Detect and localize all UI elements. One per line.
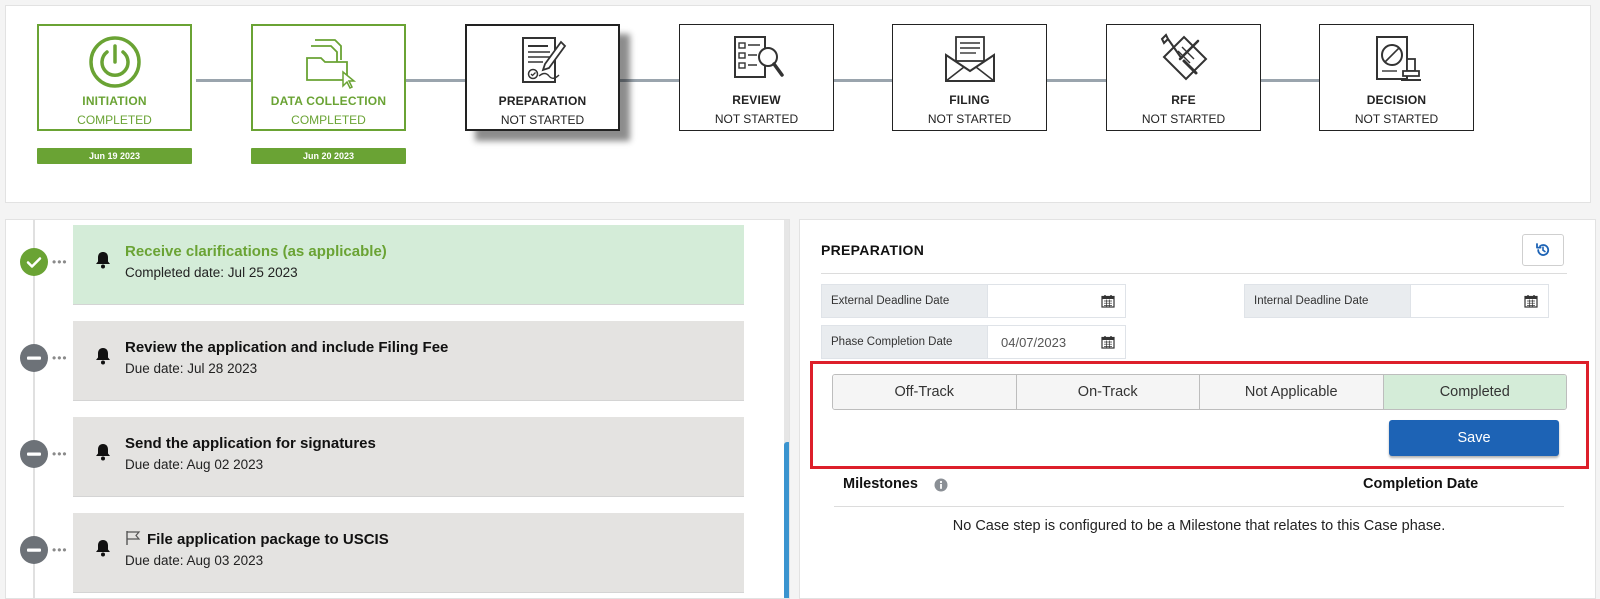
phase-completion-field: Phase Completion Date 04/07/2023	[821, 325, 1126, 359]
phase-title: DECISION	[1366, 93, 1427, 107]
phase-card-data-collection[interactable]: DATA COLLECTION COMPLETED	[251, 24, 406, 131]
calendar-icon[interactable]	[1524, 294, 1538, 308]
status-option-on-track[interactable]: On-Track	[1016, 375, 1200, 409]
envelope-letter-icon	[944, 36, 995, 82]
phase-status: NOT STARTED	[500, 113, 585, 127]
phase-title: PREPARATION	[498, 94, 587, 108]
phase-card-decision[interactable]: DECISION NOT STARTED	[1319, 24, 1474, 131]
save-button[interactable]: Save	[1389, 420, 1559, 456]
internal-deadline-input[interactable]	[1410, 285, 1548, 317]
phase-card-review[interactable]: REVIEW NOT STARTED	[679, 24, 834, 131]
tools-document-icon	[1160, 33, 1207, 81]
phase-title: REVIEW	[732, 93, 781, 107]
phase-status: COMPLETED	[77, 113, 152, 127]
status-option-off-track[interactable]: Off-Track	[833, 375, 1017, 409]
phase-title: FILING	[949, 93, 990, 107]
history-reset-icon	[1536, 243, 1550, 256]
check-icon	[26, 257, 42, 268]
more-dots-icon[interactable]: •••	[52, 447, 68, 461]
phase-status: NOT STARTED	[1354, 112, 1439, 126]
step-date: Due date: Aug 03 2023	[125, 553, 264, 568]
stamp-document-icon	[1375, 36, 1421, 81]
phase-detail-panel: PREPARATION External Deadline Date Inter…	[799, 219, 1596, 599]
step-card[interactable]: Send the application for signatures Due …	[73, 417, 744, 497]
step-title: Receive clarifications (as applicable)	[125, 243, 387, 260]
step-pending-marker[interactable]	[20, 344, 48, 372]
phase-tracker: INITIATION COMPLETED Jun 19 2023 DATA CO…	[5, 5, 1591, 203]
step-pending-marker[interactable]	[20, 536, 48, 564]
phase-card-rfe[interactable]: RFE NOT STARTED	[1106, 24, 1261, 131]
phase-status: COMPLETED	[291, 113, 366, 127]
reset-button[interactable]	[1522, 234, 1564, 266]
internal-deadline-field: Internal Deadline Date	[1244, 284, 1549, 318]
status-option-not-applicable[interactable]: Not Applicable	[1200, 375, 1384, 409]
phase-completion-input[interactable]: 04/07/2023	[987, 326, 1125, 358]
bell-icon[interactable]	[95, 539, 111, 557]
milestones-header: Milestones	[843, 476, 918, 492]
field-label: Internal Deadline Date	[1245, 285, 1410, 317]
phase-card-initiation[interactable]: INITIATION COMPLETED	[37, 24, 192, 131]
milestones-divider	[834, 506, 1564, 507]
step-card[interactable]: Review the application and include Filin…	[73, 321, 744, 401]
phase-title: INITIATION	[82, 94, 147, 108]
phase-title: DATA COLLECTION	[270, 94, 387, 108]
title-divider	[821, 273, 1567, 274]
timeline-line	[33, 220, 35, 598]
external-deadline-field: External Deadline Date	[821, 284, 1126, 318]
minus-icon	[27, 548, 41, 552]
calendar-icon[interactable]	[1101, 294, 1115, 308]
minus-icon	[27, 452, 41, 456]
field-label: Phase Completion Date	[822, 326, 987, 358]
phase-card-filing[interactable]: FILING NOT STARTED	[892, 24, 1047, 131]
step-title: File application package to USCIS	[147, 531, 389, 548]
phase-card-preparation[interactable]: PREPARATION NOT STARTED	[465, 24, 620, 131]
scrollbar-thumb[interactable]	[784, 442, 789, 598]
power-icon	[88, 36, 141, 88]
completion-date-header: Completion Date	[1363, 476, 1479, 492]
case-steps-list: ••• Receive clarifications (as applicabl…	[5, 219, 790, 599]
field-label: External Deadline Date	[822, 285, 987, 317]
step-card[interactable]: Receive clarifications (as applicable) C…	[73, 225, 744, 305]
folder-cursor-icon	[305, 39, 356, 90]
panel-title: PREPARATION	[821, 242, 925, 258]
phase-date-badge: Jun 19 2023	[37, 148, 192, 164]
step-date: Due date: Jul 28 2023	[125, 361, 258, 376]
checklist-magnifier-icon	[733, 36, 784, 78]
step-completed-marker[interactable]	[20, 248, 48, 276]
step-date: Completed date: Jul 25 2023	[125, 265, 298, 280]
phase-date-badge: Jun 20 2023	[251, 148, 406, 164]
document-pen-icon	[521, 37, 566, 83]
step-pending-marker[interactable]	[20, 440, 48, 468]
milestone-flag-icon	[126, 531, 141, 545]
milestones-empty-message: No Case step is configured to be a Miles…	[952, 518, 1446, 534]
bell-icon[interactable]	[95, 251, 111, 269]
step-card[interactable]: File application package to USCIS Due da…	[73, 513, 744, 593]
phase-status: NOT STARTED	[1141, 112, 1226, 126]
field-value: 04/07/2023	[1001, 334, 1067, 350]
calendar-icon[interactable]	[1101, 335, 1115, 349]
minus-icon	[27, 356, 41, 360]
bell-icon[interactable]	[95, 347, 111, 365]
phase-status: NOT STARTED	[714, 112, 799, 126]
status-option-completed[interactable]: Completed	[1383, 375, 1566, 409]
bell-icon[interactable]	[95, 443, 111, 461]
more-dots-icon[interactable]: •••	[52, 255, 68, 269]
status-segmented-control: Off-Track On-Track Not Applicable Comple…	[832, 374, 1567, 410]
steps-scrollbar[interactable]	[784, 220, 789, 598]
external-deadline-input[interactable]	[987, 285, 1125, 317]
step-date: Due date: Aug 02 2023	[125, 457, 264, 472]
info-icon[interactable]	[934, 478, 948, 492]
step-title: Review the application and include Filin…	[125, 339, 449, 356]
more-dots-icon[interactable]: •••	[52, 543, 68, 557]
phase-status: NOT STARTED	[927, 112, 1012, 126]
more-dots-icon[interactable]: •••	[52, 351, 68, 365]
step-title: Send the application for signatures	[125, 435, 376, 452]
status-highlight-box: Off-Track On-Track Not Applicable Comple…	[810, 361, 1589, 469]
phase-title: RFE	[1171, 93, 1196, 107]
